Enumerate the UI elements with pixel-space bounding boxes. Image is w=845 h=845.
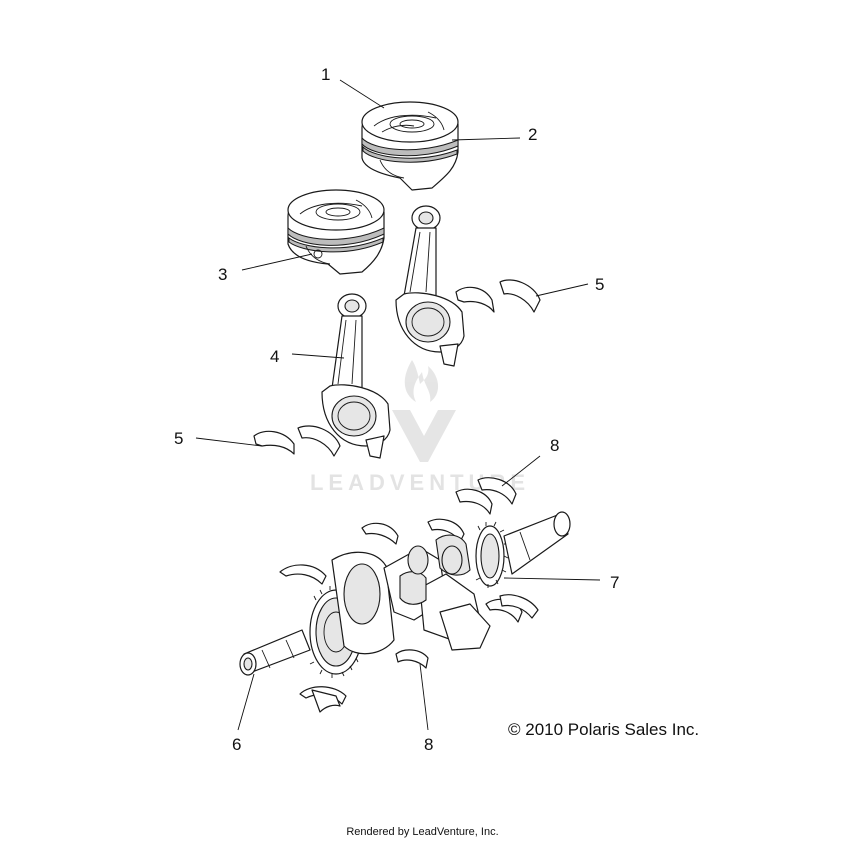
leader-3: [241, 253, 313, 271]
callout-5-left: 5: [174, 429, 183, 448]
rod-bearing-left: [253, 425, 341, 457]
piston-upper: [361, 101, 459, 191]
callout-4: 4: [270, 347, 279, 366]
leader-2: [451, 137, 521, 141]
callout-8-upper: 8: [550, 436, 559, 455]
callout-7: 7: [610, 573, 619, 592]
main-bearings-upper: [279, 477, 517, 585]
leader-6: [237, 673, 255, 731]
callout-8-lower: 8: [424, 735, 433, 754]
connecting-rod-right: [395, 205, 465, 367]
callouts: 1 2 3 4 5 5 6 7 8 8: [174, 65, 619, 754]
rod-bearing-right: [455, 279, 541, 313]
crankshaft: [239, 511, 571, 678]
leader-7: [503, 577, 601, 581]
copyright-notice: © 2010 Polaris Sales Inc.: [508, 720, 700, 739]
callout-6: 6: [232, 735, 241, 754]
leader-lines: [195, 79, 601, 731]
leader-8a: [501, 455, 541, 487]
callout-2: 2: [528, 125, 537, 144]
leader-5b: [195, 437, 263, 447]
piston-lower: [287, 189, 385, 275]
leader-5a: [535, 283, 589, 297]
leader-4: [291, 353, 345, 359]
connecting-rod-left: [321, 293, 391, 459]
main-bearings-lower: [299, 594, 539, 713]
callout-5-right: 5: [595, 275, 604, 294]
leader-8b: [419, 663, 429, 731]
callout-3: 3: [218, 265, 227, 284]
leader-1: [339, 79, 385, 109]
callout-1: 1: [321, 65, 330, 84]
footer-credit: Rendered by LeadVenture, Inc.: [346, 826, 499, 838]
